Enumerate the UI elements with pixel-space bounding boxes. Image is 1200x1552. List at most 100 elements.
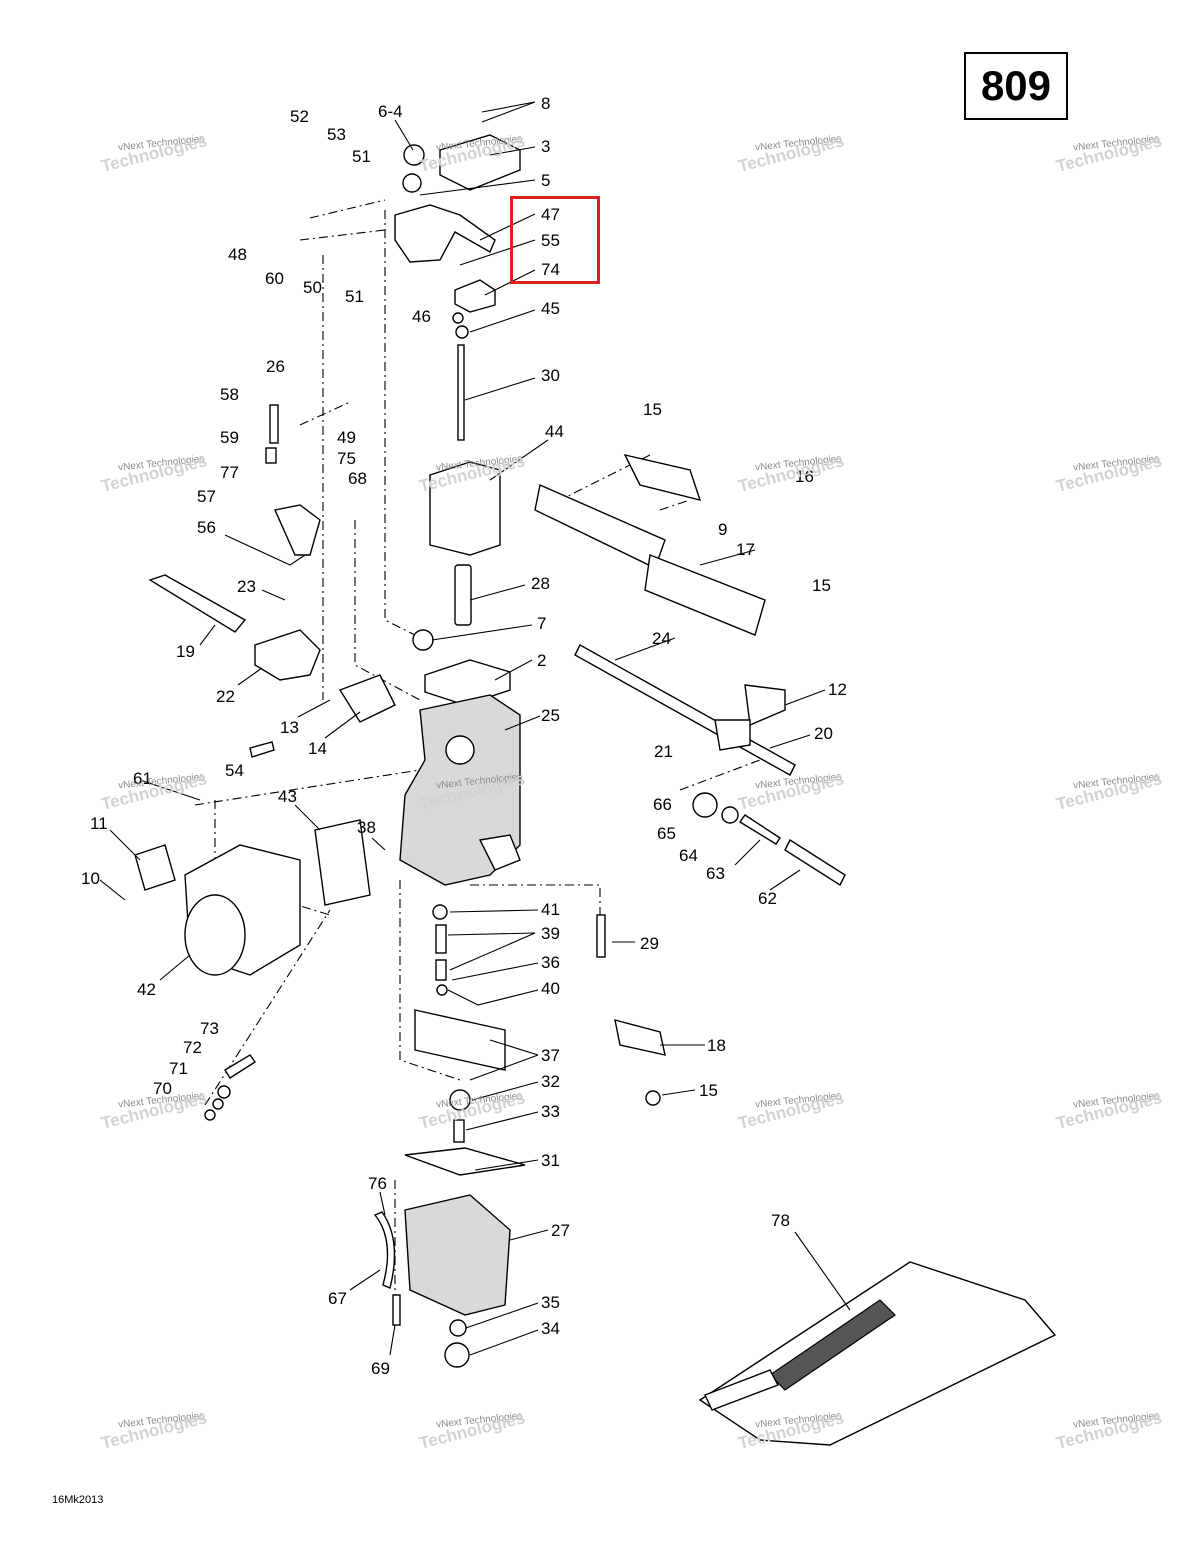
leader-63: [734, 839, 761, 866]
leader-25: [504, 715, 541, 731]
choke-lever: [254, 629, 321, 681]
callout-51: 51: [352, 147, 371, 166]
guide-line-throttle: [354, 520, 421, 701]
top-cover: [439, 134, 521, 191]
leader-61: [139, 779, 201, 801]
callout-58: 58: [220, 385, 239, 404]
callout-43: 43: [278, 787, 297, 806]
body-bore: [445, 735, 475, 765]
leader-8: [481, 101, 536, 123]
callout-60: 60: [265, 269, 284, 288]
flange-gasket: [314, 819, 371, 906]
callout-30: 30: [541, 366, 560, 385]
leader-43: [294, 804, 321, 831]
callout-71: 71: [169, 1059, 188, 1078]
leader-41: [449, 909, 539, 913]
leader-39: [447, 932, 536, 971]
leader-33: [465, 1111, 539, 1131]
guide-line-mixture: [204, 909, 331, 1106]
tool-pouch: [698, 1261, 1057, 1446]
callout-6-4: 6-4: [378, 102, 403, 121]
callout-70: 70: [153, 1079, 172, 1098]
callout-49: 49: [337, 428, 356, 447]
guide-line-top: [299, 199, 386, 241]
choke-plunger-spring: [338, 674, 396, 723]
callout-36: 36: [541, 953, 560, 972]
washer-45: [455, 325, 469, 339]
leader-30: [464, 377, 536, 401]
leader-32: [471, 1081, 539, 1101]
screwdriver-tip: [704, 1369, 779, 1411]
leader-34: [469, 1329, 539, 1356]
page-number-box: 809: [964, 52, 1068, 120]
callout-46: 46: [412, 307, 431, 326]
leader-13: [297, 699, 331, 718]
leader-17: [699, 549, 756, 566]
body-outlet: [478, 834, 521, 871]
throttle-slide: [429, 461, 501, 556]
callout-57: 57: [197, 487, 216, 506]
callout-31: 31: [541, 1151, 560, 1170]
callout-55: 55: [541, 231, 560, 250]
cable-bracket: [394, 204, 496, 263]
callout-59: 59: [220, 428, 239, 447]
callout-61: 61: [133, 769, 152, 788]
callout-15a: 15: [643, 400, 662, 419]
callout-19: 19: [176, 642, 195, 661]
gasket-2: [424, 659, 511, 706]
leader-78: [794, 1231, 851, 1311]
callout-10: 10: [81, 869, 100, 888]
leader-6-4: [394, 119, 414, 151]
callout-23: 23: [237, 577, 256, 596]
leader-31: [474, 1159, 539, 1171]
washer-71: [212, 1098, 224, 1110]
callout-15c: 15: [699, 1081, 718, 1100]
leader-56: [224, 534, 306, 566]
callout-5: 5: [541, 171, 551, 190]
leader-10: [99, 879, 126, 901]
callout-73: 73: [200, 1019, 219, 1038]
callout-64: 64: [679, 846, 698, 865]
leader-12: [784, 689, 826, 706]
highlight-box: [510, 196, 600, 284]
callout-67: 67: [328, 1289, 347, 1308]
callout-53: 53: [327, 125, 346, 144]
washer-64: [721, 806, 739, 824]
callout-20: 20: [814, 724, 833, 743]
cable-bracket-9: [623, 453, 702, 501]
leader-47: [479, 213, 536, 241]
callout-2: 2: [537, 651, 547, 670]
carburetor-body: [399, 694, 521, 886]
callout-33: 33: [541, 1102, 560, 1121]
screw-15c: [645, 1090, 661, 1106]
callout-32: 32: [541, 1072, 560, 1091]
callout-48: 48: [228, 245, 247, 264]
leader-76: [379, 1191, 386, 1216]
leader-36: [451, 962, 539, 981]
guide-line-right: [470, 884, 601, 915]
callout-3: 3: [541, 137, 551, 156]
callout-25: 25: [541, 706, 560, 725]
leader-3: [489, 146, 536, 156]
leader-2: [494, 659, 533, 681]
float-37: [414, 1009, 506, 1071]
callout-74: 74: [541, 260, 560, 279]
callout-15b: 15: [812, 576, 831, 595]
guide-bar-lower: [644, 554, 766, 636]
callout-40: 40: [541, 979, 560, 998]
ring-41: [432, 904, 448, 920]
idle-lever-12: [744, 684, 786, 727]
callout-54: 54: [225, 761, 244, 780]
leader-38: [371, 837, 386, 851]
